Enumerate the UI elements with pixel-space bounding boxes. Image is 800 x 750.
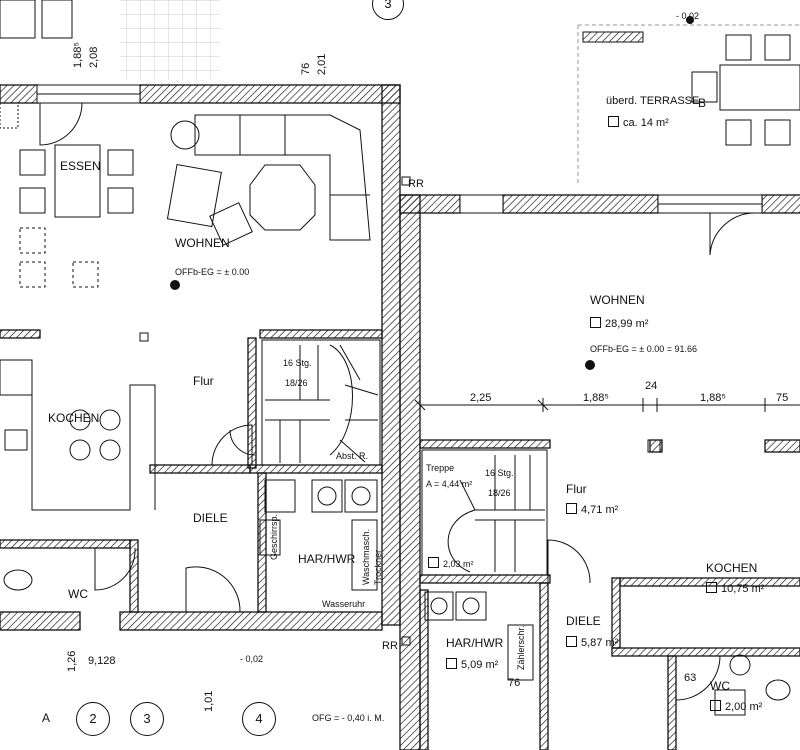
- dim-188: 1,88⁵: [72, 42, 84, 68]
- dimension-line: [414, 398, 800, 412]
- dim-76-top: 76: [300, 62, 312, 75]
- equip-trockner: Trockner: [373, 549, 383, 585]
- dim-208: 2,08: [88, 46, 100, 68]
- dim-188a: 1,88⁵: [583, 392, 609, 404]
- dim-76-bottom: 76: [508, 677, 521, 689]
- axis-bubble-2: 2: [76, 702, 110, 736]
- label-b: B: [698, 96, 707, 110]
- area-flur-right: 4,71 m²: [566, 503, 618, 516]
- stairs-right-count: 16 Stg.: [485, 468, 514, 478]
- label-a: A: [42, 711, 51, 725]
- wc-fixtures: [3, 569, 791, 716]
- area-wc-right: 2,00 m²: [710, 700, 762, 713]
- dim-101: 1,01: [203, 690, 215, 712]
- room-wohnen-right: WOHNEN: [590, 293, 645, 307]
- ofg-label: OFG = - 0,40 i. M.: [312, 713, 385, 723]
- treppe-label: Treppe: [426, 463, 455, 473]
- dim-126: 1,26: [66, 650, 78, 672]
- equip-geschirr: Geschirrsp.: [269, 513, 279, 560]
- dining-table-left: [19, 144, 134, 288]
- axis-bubble-3: 3: [130, 702, 164, 736]
- room-wohnen-left: WOHNEN: [175, 236, 230, 250]
- kitchen-counter-left: [0, 359, 156, 511]
- level-top: - 0,02: [676, 11, 700, 21]
- room-har-left: HAR/HWR: [298, 552, 356, 566]
- area-wohnen-right: 28,99 m²: [590, 317, 648, 330]
- dim-225: 2,25: [470, 392, 492, 404]
- sofa-left: [0, 102, 371, 246]
- area-diele-right: 5,87 m²: [566, 636, 618, 649]
- terrace-furniture-right: [0, 0, 800, 146]
- room-wc-left: WC: [68, 587, 88, 601]
- equip-wasseruhr: Wasseruhr: [322, 599, 366, 609]
- ffb-right: OFFb-EG = ± 0.00 = 91.66: [590, 344, 697, 354]
- markers: [139, 16, 694, 646]
- stair-left: [261, 339, 381, 466]
- room-kochen-right: KOCHEN: [706, 561, 758, 575]
- terrace-label: überd. TERRASSE: [606, 95, 700, 107]
- stairs-left-count: 16 Stg.: [283, 358, 312, 368]
- room-wc-right: WC: [710, 679, 730, 693]
- area-kochen-right: 10,75 m²: [706, 582, 764, 595]
- room-diele-right: DIELE: [566, 614, 601, 628]
- area-har-right: 5,09 m²: [446, 658, 498, 671]
- left-house-walls: [0, 84, 401, 631]
- room-essen: ESSEN: [60, 159, 101, 173]
- stair-area-right: 2,03 m²: [428, 557, 474, 570]
- room-flur-left: Flur: [193, 374, 214, 388]
- stairs-left-ratio: 18/26: [285, 378, 308, 388]
- room-flur-right: Flur: [566, 482, 587, 496]
- har-appliances-left: [259, 479, 534, 681]
- ffb-left: OFFb-EG = ± 0.00: [175, 267, 250, 277]
- dim-188b: 1,88⁵: [700, 392, 726, 404]
- axis-bubble-4: 4: [242, 702, 276, 736]
- dim-24: 24: [645, 380, 658, 392]
- equip-waschm: Waschmasch.: [361, 528, 371, 585]
- room-diele-left: DIELE: [193, 511, 228, 525]
- dim-912: 9,128: [88, 655, 116, 667]
- room-har-right: HAR/HWR: [446, 636, 504, 650]
- dim-63: 63: [684, 672, 697, 684]
- treppe-area: A = 4,44 m²: [426, 479, 473, 489]
- level-mid: - 0,02: [240, 654, 264, 664]
- dim-201-top: 2,01: [316, 53, 328, 75]
- rr-2: RR: [382, 640, 398, 652]
- terrace-area: ca. 14 m²: [608, 116, 669, 129]
- stairs-left-abst: Abst. R.: [336, 451, 369, 461]
- equip-zaehler: Zählerschr.: [516, 625, 526, 670]
- dim-75: 75: [776, 392, 789, 404]
- stairs-right-ratio: 18/26: [488, 488, 511, 498]
- stair-right: [421, 449, 548, 576]
- rr-1: RR: [408, 178, 424, 190]
- terrace-grid-left: [120, 0, 220, 80]
- room-kochen-left: KOCHEN: [48, 411, 100, 425]
